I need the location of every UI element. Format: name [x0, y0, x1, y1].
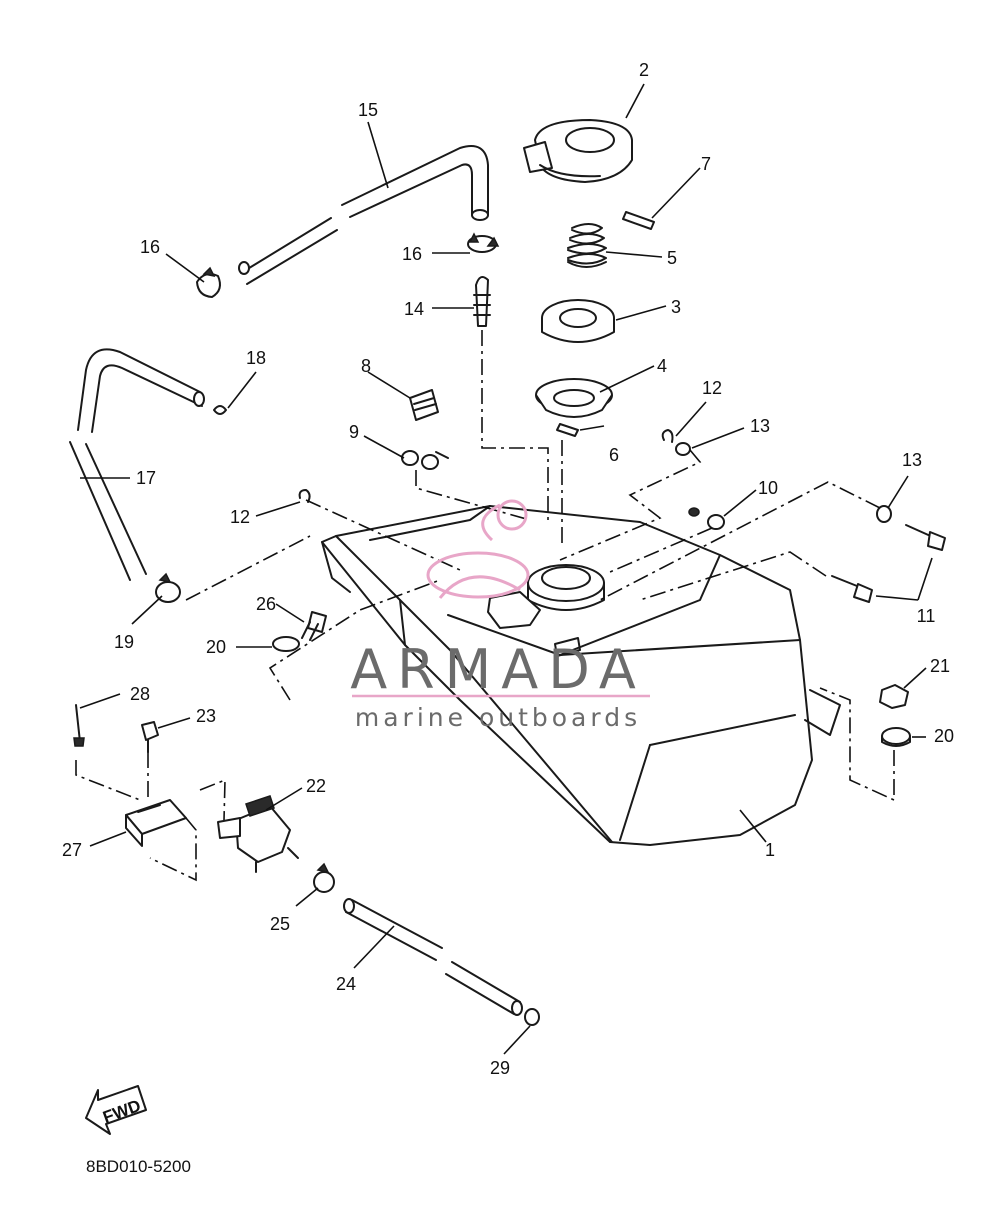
callout-29: 29 [490, 1058, 510, 1078]
callout-12-left: 12 [230, 507, 250, 527]
cap-packing[interactable] [541, 299, 615, 343]
diagram-code: 8BD010-5200 [86, 1157, 191, 1176]
callout-22: 22 [306, 776, 326, 796]
washer-left[interactable] [272, 636, 300, 652]
breather-hose[interactable] [69, 348, 205, 581]
screw-28[interactable] [73, 704, 85, 747]
callout-13-right: 13 [750, 416, 770, 436]
callout-11: 11 [917, 606, 936, 626]
hose-clip-small[interactable] [213, 405, 227, 415]
spring[interactable] [567, 223, 607, 268]
fwd-arrow-icon: FWD [85, 1085, 147, 1135]
callout-8: 8 [361, 356, 371, 376]
collar-left[interactable] [298, 489, 311, 503]
nut[interactable] [879, 684, 909, 709]
leader-lines [79, 83, 933, 1055]
armada-watermark: ARMADA marine outboards [350, 499, 650, 732]
callout-6: 6 [609, 445, 619, 465]
vent-hose[interactable] [238, 145, 489, 285]
callout-19: 19 [114, 632, 134, 652]
hose-clip[interactable] [196, 266, 221, 298]
mounting-bracket[interactable] [125, 799, 187, 847]
callout-3: 3 [671, 297, 681, 317]
callout-25: 25 [270, 914, 290, 934]
callout-4: 4 [657, 356, 667, 376]
key-pin[interactable] [556, 423, 579, 437]
callout-24: 24 [336, 974, 356, 994]
hose-clip-upper[interactable] [467, 232, 500, 253]
pin[interactable] [622, 211, 655, 230]
callout-15: 15 [358, 100, 378, 120]
callout-28: 28 [130, 684, 150, 704]
callout-17: 17 [136, 468, 156, 488]
bolt-upper[interactable] [905, 524, 946, 551]
callout-14: 14 [404, 299, 424, 319]
filler-gasket[interactable] [535, 378, 613, 418]
callout-1: 1 [765, 840, 775, 860]
callout-27: 27 [62, 840, 82, 860]
armada-logo-icon [426, 499, 530, 599]
fuel-hose[interactable] [343, 898, 523, 1016]
bracket-clip[interactable] [409, 389, 439, 421]
grommet[interactable] [688, 507, 725, 530]
callout-23: 23 [196, 706, 216, 726]
washer-right-lower[interactable] [881, 727, 911, 747]
callout-16a: 16 [140, 237, 160, 257]
bolt-23[interactable] [141, 721, 159, 753]
washer-right[interactable] [876, 505, 892, 523]
bolt-lower[interactable] [831, 575, 873, 603]
vent-joint[interactable] [473, 275, 491, 327]
collar[interactable] [401, 450, 449, 470]
fuel-cock[interactable] [217, 795, 299, 873]
callout-12-right: 12 [702, 378, 722, 398]
watermark-title: ARMADA [350, 638, 646, 701]
callout-21: 21 [930, 656, 950, 676]
callout-7: 7 [701, 154, 711, 174]
callout-9: 9 [349, 422, 359, 442]
callout-20-right: 20 [934, 726, 954, 746]
fuel-hose-clip-end[interactable] [524, 1008, 540, 1026]
collar-right[interactable] [661, 429, 691, 456]
callout-26: 26 [256, 594, 276, 614]
callout-20-left: 20 [206, 637, 226, 657]
watermark-subtitle: marine outboards [355, 703, 641, 732]
callout-5: 5 [667, 248, 677, 268]
callouts: 2 7 5 3 4 6 15 16 16 14 18 8 9 12 13 13 … [62, 60, 954, 1078]
bolt-26[interactable] [301, 611, 327, 641]
callout-2: 2 [639, 60, 649, 80]
filler-cap[interactable] [523, 119, 633, 183]
fuel-hose-clip[interactable] [313, 862, 335, 893]
callout-10: 10 [758, 478, 778, 498]
callout-18: 18 [246, 348, 266, 368]
callout-13-far: 13 [902, 450, 922, 470]
callout-16b: 16 [402, 244, 422, 264]
